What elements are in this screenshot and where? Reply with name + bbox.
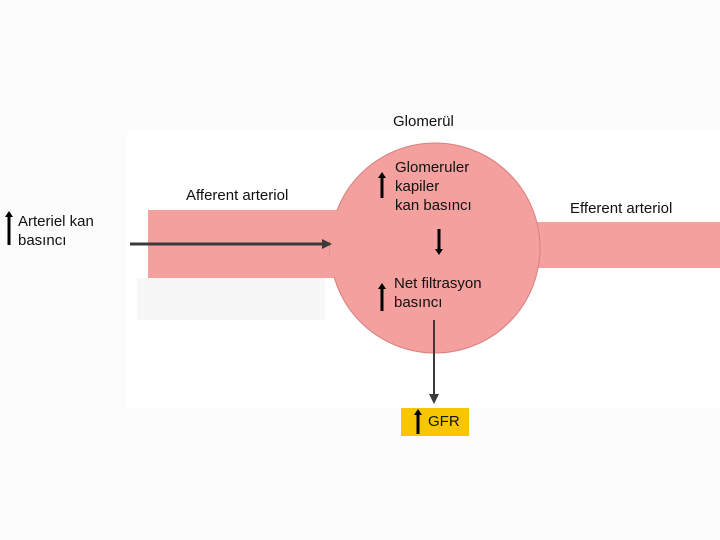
- gfr-up-arrow-icon: [414, 409, 422, 434]
- net-filtration-up-arrow-icon: [378, 283, 386, 311]
- glomerulus-title: Glomerül: [393, 113, 454, 130]
- glomerular-pressure-label-1: Glomeruler: [395, 159, 470, 176]
- afferent-arteriole-label: Afferent arteriol: [186, 187, 289, 204]
- arterial-pressure-up-arrow-icon: [5, 211, 13, 245]
- glomerular-pressure-up-arrow-icon: [378, 172, 386, 198]
- glomerular-pressure-label-3: kan basıncı: [395, 197, 472, 214]
- net-filtration-label-1: Net filtrasyon: [394, 275, 482, 292]
- gfr-box: [401, 408, 469, 436]
- faint-box: [137, 278, 325, 320]
- net-filtration-label-2: basıncı: [394, 294, 443, 311]
- arterial-pressure-label-1: Arteriel kan: [18, 213, 94, 230]
- arterial-pressure-label-2: basıncı: [18, 232, 67, 249]
- gfr-label: GFR: [428, 413, 460, 430]
- middle-down-arrow-icon: [435, 229, 443, 255]
- glomerular-pressure-label-2: kapiler: [395, 178, 440, 195]
- efferent-vessel: [520, 222, 720, 268]
- efferent-arteriole-label: Efferent arteriol: [570, 200, 673, 217]
